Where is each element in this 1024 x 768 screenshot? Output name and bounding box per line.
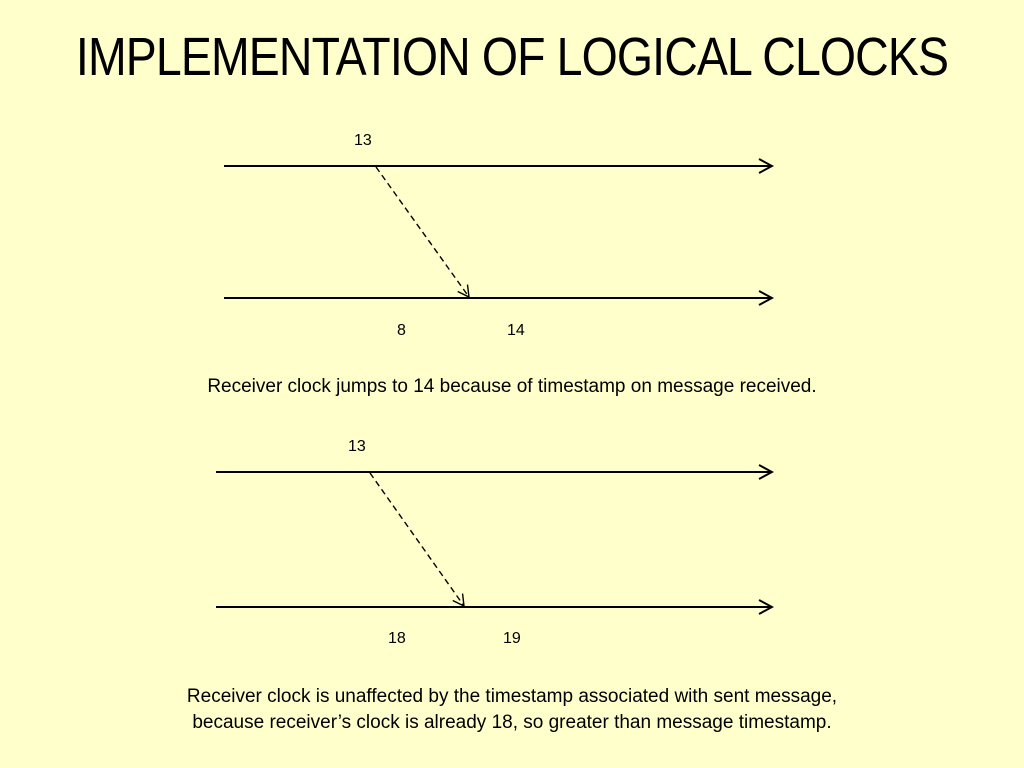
caption-2-line-1: Receiver clock is unaffected by the time… [186,686,838,707]
receiver-clock-after-label-2: 19 [503,630,521,647]
receiver-clock-before-label-2: 18 [388,630,406,647]
message-arrow-2 [369,472,465,608]
receiver-clock-after-label-1: 14 [507,322,525,339]
message-arrow-1 [375,166,470,299]
caption-1: Receiver clock jumps to 14 because of ti… [207,376,817,397]
slide-title: IMPLEMENTATION OF LOGICAL CLOCKS [75,27,949,87]
receiver-clock-before-label-1: 8 [397,322,406,339]
caption-2-line-2: because receiver’s clock is already 18, … [192,712,832,733]
send-timestamp-label-2: 13 [348,438,366,455]
send-timestamp-label-1: 13 [354,132,372,149]
